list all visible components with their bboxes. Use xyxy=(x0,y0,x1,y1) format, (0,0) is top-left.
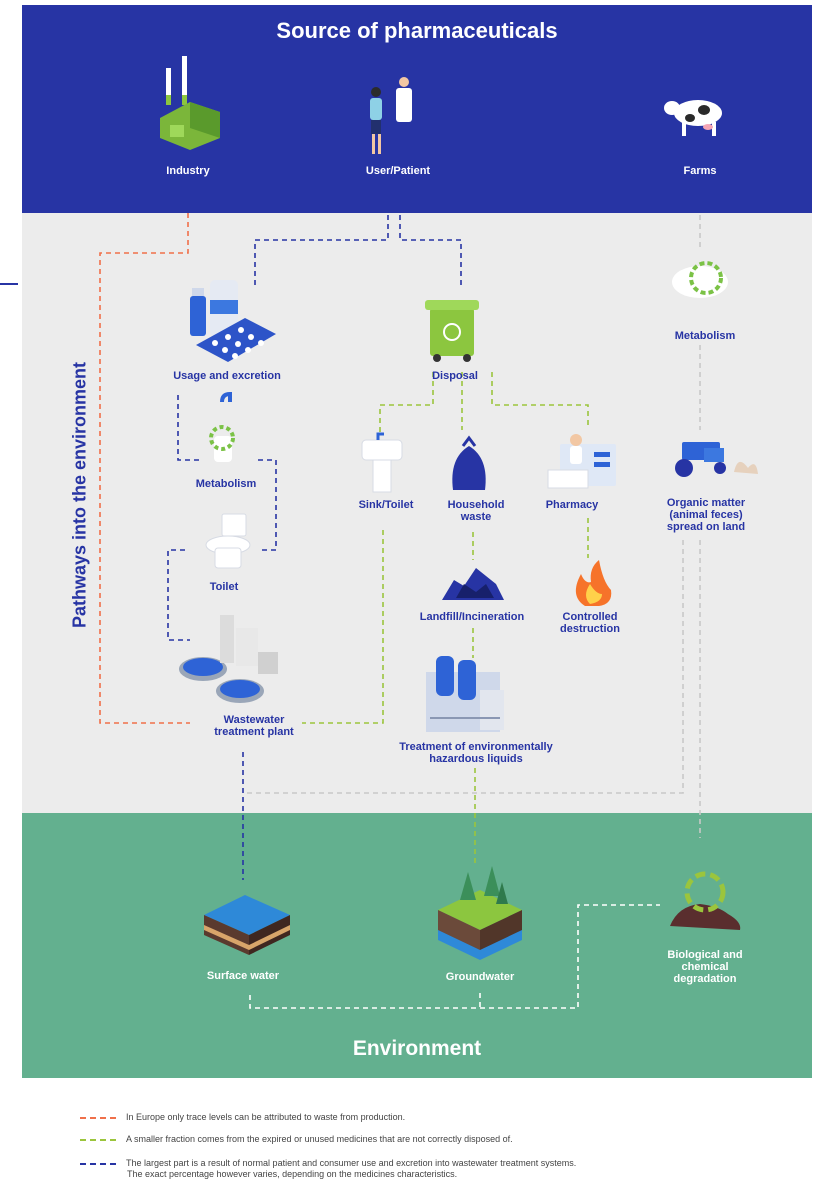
pharmacy-label: Pharmacy xyxy=(545,499,599,511)
doctor-patient-icon xyxy=(370,77,412,154)
surface-water-icon xyxy=(204,895,290,955)
organic-label: Organic matter (animal feces) spread on … xyxy=(666,497,746,533)
environment-loop-flow-line xyxy=(249,904,660,1009)
environment-band xyxy=(22,813,812,1078)
fire-icon xyxy=(575,560,612,606)
tractor-icon xyxy=(675,442,758,477)
usage-label: Usage and excretion xyxy=(173,370,281,382)
sink-label: Sink/Toilet xyxy=(358,499,414,511)
controlled-label: Controlled destruction xyxy=(560,611,620,635)
landfill-icon xyxy=(442,568,504,600)
metabolism-cow-icon xyxy=(672,261,728,298)
patient-usage-flow-line xyxy=(254,215,389,287)
trash-bag-icon xyxy=(452,435,486,490)
legend-blue-text-2: The exact percentage however varies, dep… xyxy=(127,1169,458,1179)
hazardous-label: Treatment of environmentally hazardous l… xyxy=(399,741,553,765)
degradation-label: Biological and chemical degradation xyxy=(667,949,743,985)
disposal-pharmacy-flow-line xyxy=(491,372,589,428)
disposal-sink-flow-line xyxy=(379,372,434,432)
groundwater-label: Groundwater xyxy=(445,971,515,983)
corner-marker-line xyxy=(0,283,18,285)
legend-red-swatch xyxy=(80,1116,116,1119)
legend-red-text: In Europe only trace levels can be attri… xyxy=(126,1112,406,1122)
legend-green: A smaller fraction comes from the expire… xyxy=(80,1134,513,1145)
groundwater-icon xyxy=(438,866,522,960)
metabolism-left-label: Metabolism xyxy=(195,478,257,490)
household-label: Household waste xyxy=(447,499,505,523)
degradation-icon xyxy=(670,871,741,930)
environment-title: Environment xyxy=(352,1037,482,1060)
factory-icon xyxy=(160,56,220,150)
organic-return-flow-line xyxy=(243,540,684,794)
patient-disposal-flow-line xyxy=(399,215,462,285)
sink-icon xyxy=(361,432,403,493)
toilet-label: Toilet xyxy=(209,581,239,593)
wwtp-label: Wastewater treatment plant xyxy=(214,714,294,738)
toilet-wwtp-flow-line xyxy=(167,549,190,641)
cow-icon xyxy=(664,100,722,136)
legend-blue-text-1: The largest part is a result of normal p… xyxy=(126,1158,577,1168)
surface-water-label: Surface water xyxy=(206,970,280,982)
legend-green-swatch xyxy=(80,1138,116,1141)
legend-green-text: A smaller fraction comes from the expire… xyxy=(126,1134,513,1144)
metabolism-toilet-flow-line xyxy=(258,459,277,551)
wastewater-plant-icon xyxy=(179,615,278,703)
faucet-metabolism-icon xyxy=(209,391,235,462)
industry-flow-line xyxy=(99,213,190,724)
pathways-band xyxy=(22,213,812,813)
source-title: Source of pharmaceuticals xyxy=(276,18,558,43)
legend-blue-swatch xyxy=(80,1162,116,1165)
legend-red: In Europe only trace levels can be attri… xyxy=(80,1112,405,1123)
legend-blue: The largest part is a result of normal p… xyxy=(80,1158,577,1179)
disposal-label: Disposal xyxy=(432,370,478,382)
bin-icon xyxy=(425,300,479,362)
metabolism-right-label: Metabolism xyxy=(674,330,736,342)
usage-metabolism-flow-line xyxy=(177,395,200,461)
pharmacy-icon xyxy=(547,434,616,489)
treatment-plant-icon xyxy=(426,656,504,732)
toilet-icon xyxy=(205,513,251,569)
farms-label: Farms xyxy=(683,165,717,177)
patient-label: User/Patient xyxy=(365,165,431,177)
landfill-label: Landfill/Incineration xyxy=(419,611,525,623)
industry-label: Industry xyxy=(166,165,210,177)
sink-wwtp-flow-line xyxy=(302,530,384,724)
medicine-bottles-icon xyxy=(190,280,276,362)
